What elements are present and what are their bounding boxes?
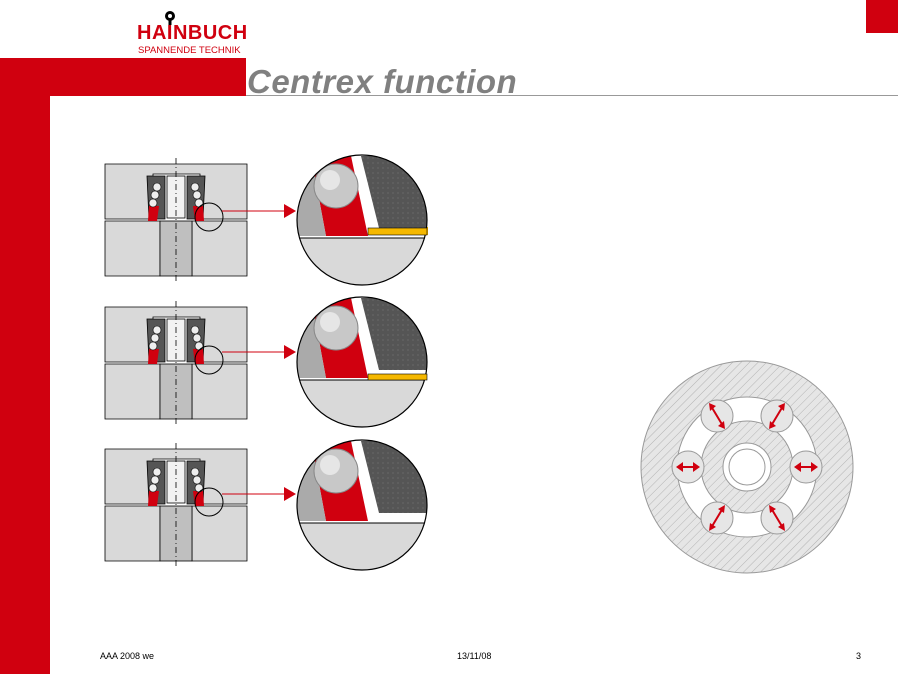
section-view-2 xyxy=(104,300,248,428)
footer-date: 13/11/08 xyxy=(457,651,492,661)
red-side-band xyxy=(0,58,50,674)
detail-view-2 xyxy=(296,297,428,430)
centrex-top-view xyxy=(640,360,854,574)
red-header-band xyxy=(0,58,246,96)
force-arrows xyxy=(676,403,818,531)
pointer-arrow-2 xyxy=(284,345,296,359)
detail-view-1 xyxy=(296,155,428,288)
red-corner-square xyxy=(866,0,898,33)
title-underline xyxy=(246,95,898,96)
gap-yellow-2 xyxy=(367,373,428,381)
logo-wordmark: HAINBUCH xyxy=(137,22,248,44)
logo-tagline: SPANNENDE TECHNIK xyxy=(138,45,241,56)
gap-yellow-1 xyxy=(367,227,428,236)
hainbuch-logo: HAINBUCH SPANNENDE TECHNIK xyxy=(132,8,247,58)
slide-title: Centrex function xyxy=(247,63,518,100)
detail-view-3 xyxy=(296,440,428,573)
pointer-arrow-3 xyxy=(284,487,296,501)
pointer-arrow-1 xyxy=(284,204,296,218)
section-view-1 xyxy=(104,157,248,285)
page-number: 3 xyxy=(856,651,862,661)
footer-event: AAA 2008 we xyxy=(100,651,155,661)
section-view-3 xyxy=(104,442,248,570)
